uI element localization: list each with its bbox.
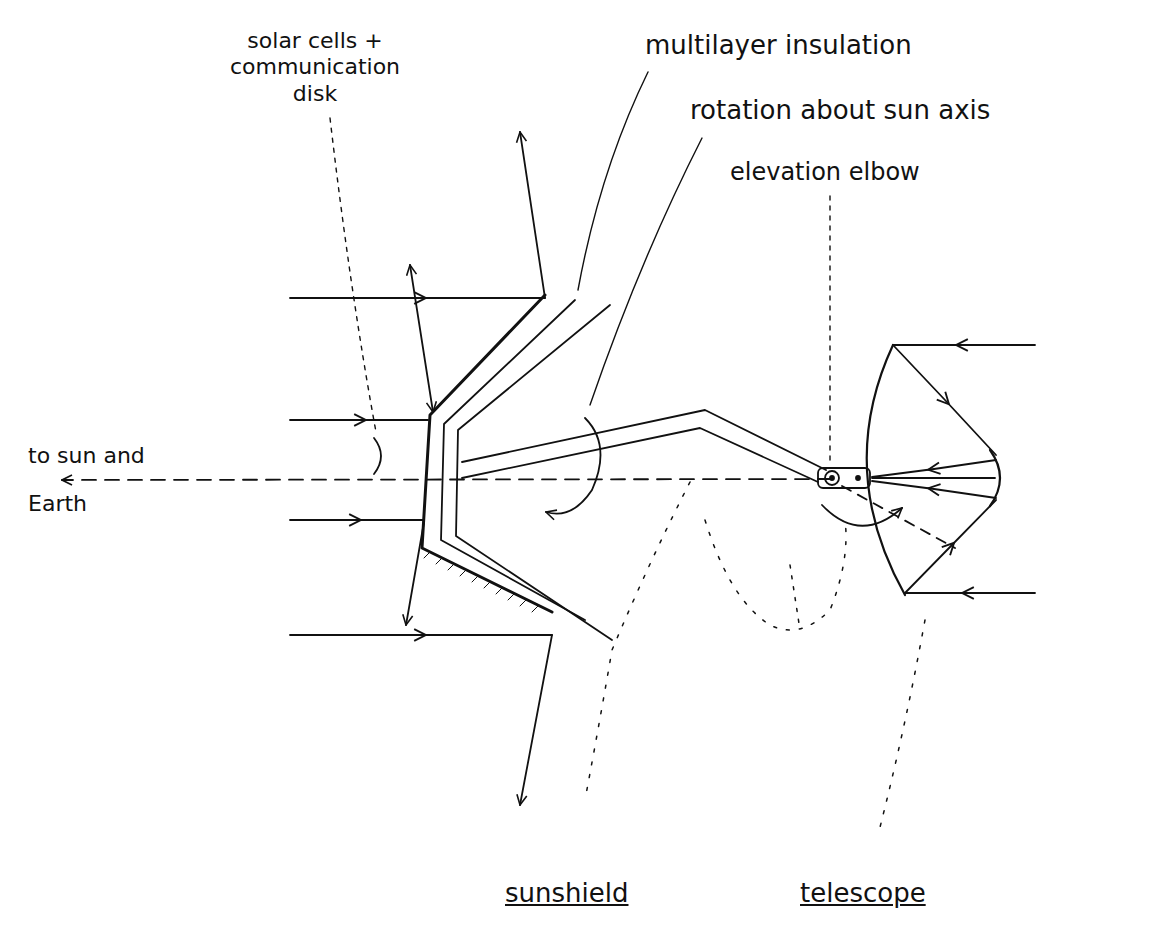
incoming-ray bbox=[893, 344, 1035, 346]
elevation-arrow bbox=[822, 505, 902, 526]
part-label: telescope bbox=[800, 878, 926, 909]
part-label: multilayer insulation bbox=[645, 30, 912, 61]
shield-hatching bbox=[424, 552, 538, 612]
sun-ray bbox=[290, 297, 545, 299]
sun-ray bbox=[290, 519, 424, 521]
leader-line bbox=[590, 138, 702, 405]
label-slot: rotation about sun axis bbox=[690, 95, 990, 126]
elbow-joint bbox=[830, 476, 834, 480]
reflected-ray bbox=[905, 500, 996, 593]
reflected-ray bbox=[410, 265, 433, 412]
reflected-ray bbox=[893, 345, 996, 455]
sun-ray bbox=[290, 634, 552, 636]
part-label: solar cells + communication disk bbox=[215, 28, 415, 107]
part-label: sunshield bbox=[505, 878, 628, 909]
insulation-layer bbox=[441, 300, 585, 620]
elevation-elbow bbox=[818, 468, 870, 488]
communication-disk bbox=[374, 438, 381, 474]
primary-mirror bbox=[867, 345, 905, 595]
label-slot: solar cells + communication disk bbox=[215, 28, 415, 107]
focus-ray bbox=[872, 460, 996, 477]
insulation-layer bbox=[456, 305, 612, 640]
label-slot: elevation elbow bbox=[730, 158, 920, 187]
focus-ray bbox=[872, 481, 996, 498]
part-label: to sun and Earth bbox=[28, 432, 148, 529]
optical-axis bbox=[872, 477, 995, 479]
leader-line bbox=[578, 72, 648, 290]
shadow-boundary bbox=[585, 482, 690, 800]
label-slot: telescope bbox=[800, 878, 926, 909]
part-label: elevation elbow bbox=[730, 158, 920, 187]
elbow-joint bbox=[856, 476, 860, 480]
shadow-boundary bbox=[790, 565, 800, 630]
shadow-boundary bbox=[705, 520, 846, 630]
sunshield-outer bbox=[422, 295, 552, 612]
elbow-joint bbox=[825, 471, 839, 485]
shadow-boundary bbox=[878, 620, 925, 835]
label-slot: to sun and Earth bbox=[28, 432, 148, 529]
part-label: rotation about sun axis bbox=[690, 95, 990, 126]
leader-line bbox=[829, 196, 830, 462]
telescope-axis bbox=[842, 486, 955, 548]
incoming-ray bbox=[905, 592, 1035, 594]
sun-axis bbox=[62, 479, 832, 480]
boom bbox=[462, 428, 818, 482]
leader-line bbox=[330, 118, 376, 432]
label-slot: multilayer insulation bbox=[645, 30, 912, 61]
reflected-ray bbox=[520, 132, 545, 298]
sun-ray bbox=[290, 419, 428, 421]
rotation-arrow bbox=[546, 418, 601, 514]
label-slot: sunshield bbox=[505, 878, 628, 909]
reflected-ray bbox=[520, 635, 552, 805]
